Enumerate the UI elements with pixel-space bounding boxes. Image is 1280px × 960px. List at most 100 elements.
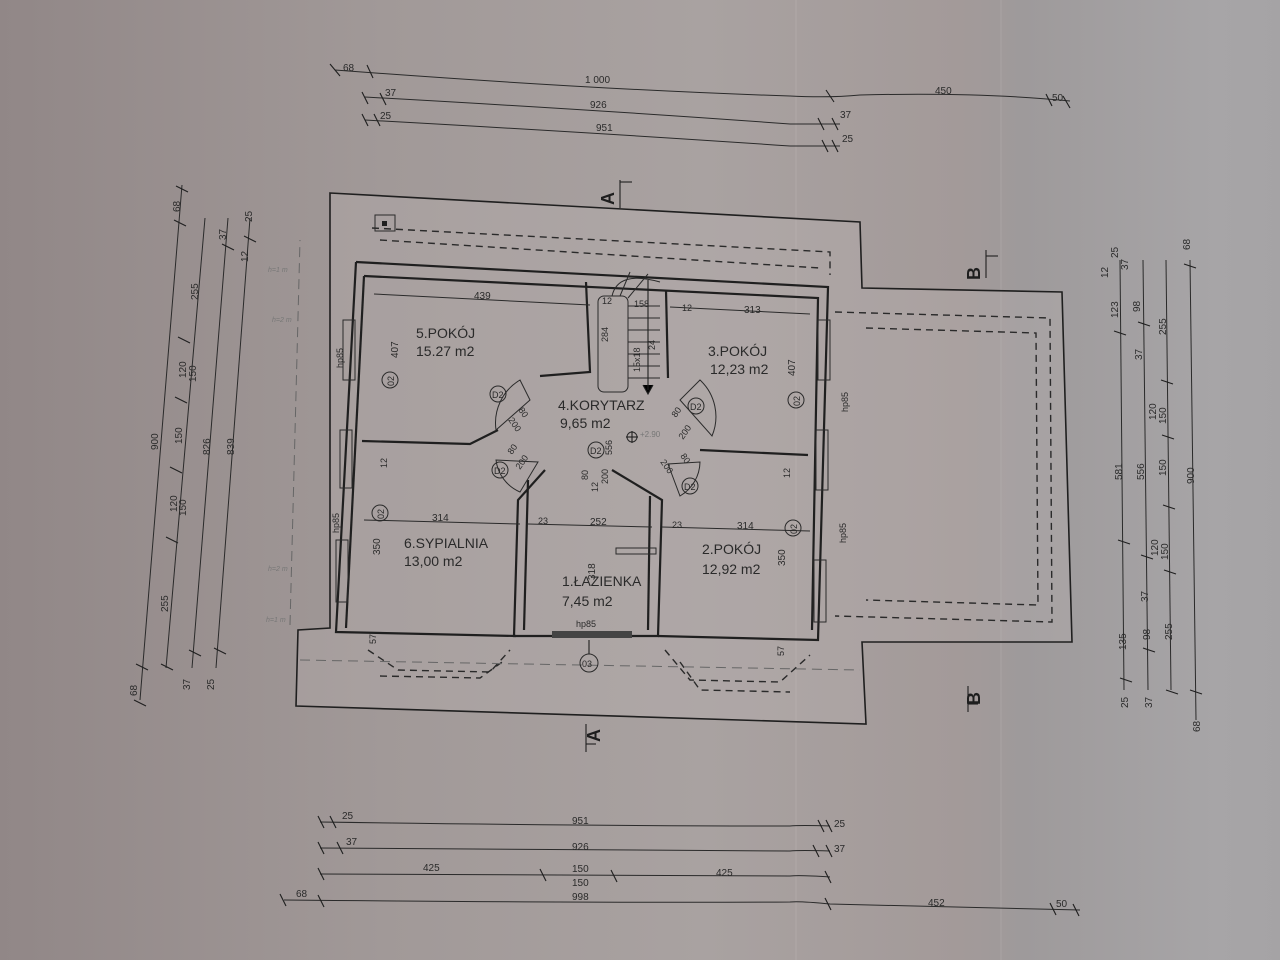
svg-text:1 000: 1 000 (585, 75, 610, 86)
chimney-icon (374, 214, 396, 232)
svg-text:255: 255 (190, 283, 201, 300)
svg-text:12: 12 (782, 468, 792, 478)
svg-text:998: 998 (572, 892, 589, 903)
svg-text:123: 123 (1110, 301, 1121, 318)
svg-text:50: 50 (1052, 93, 1064, 104)
svg-text:37: 37 (218, 228, 229, 240)
svg-text:255: 255 (1158, 318, 1169, 335)
svg-text:25: 25 (206, 678, 217, 690)
svg-text:150: 150 (1158, 407, 1169, 424)
svg-text:03: 03 (582, 659, 592, 669)
svg-text:318: 318 (587, 563, 598, 580)
svg-text:23: 23 (672, 520, 682, 530)
svg-text:+2.90: +2.90 (640, 430, 661, 439)
svg-text:425: 425 (423, 863, 440, 874)
room-5-name: 5.POKÓJ (416, 325, 475, 341)
svg-text:150: 150 (572, 878, 589, 889)
room-2-name: 2.POKÓJ (702, 541, 761, 557)
svg-text:24: 24 (647, 340, 657, 350)
room-2-area: 12,92 m2 (702, 561, 761, 577)
svg-text:951: 951 (572, 816, 589, 827)
svg-text:12: 12 (379, 458, 389, 468)
svg-text:25: 25 (244, 210, 255, 222)
svg-text:02: 02 (376, 509, 386, 519)
svg-text:951: 951 (596, 123, 613, 134)
svg-text:926: 926 (572, 842, 589, 853)
svg-text:25: 25 (342, 811, 354, 822)
svg-text:900: 900 (150, 433, 161, 450)
svg-text:68: 68 (1192, 720, 1203, 732)
svg-text:37: 37 (840, 110, 852, 121)
room-5-area: 15.27 m2 (416, 343, 475, 359)
svg-text:68: 68 (296, 889, 308, 900)
svg-text:120: 120 (1148, 403, 1159, 420)
svg-text:37: 37 (1134, 348, 1145, 360)
room-4-area: 9,65 m2 (560, 415, 611, 431)
room-4-name: 4.KORYTARZ (558, 397, 645, 413)
svg-text:02: 02 (386, 376, 396, 386)
svg-text:150: 150 (1160, 543, 1171, 560)
svg-text:68: 68 (172, 200, 183, 212)
section-b-bottom: B (964, 692, 984, 705)
svg-text:12: 12 (1100, 266, 1111, 278)
svg-text:150: 150 (188, 365, 199, 382)
svg-text:158: 158 (634, 299, 649, 309)
svg-text:80: 80 (678, 451, 692, 465)
svg-text:200: 200 (600, 469, 610, 484)
svg-text:02: 02 (792, 396, 802, 406)
room-3-name: 3.POKÓJ (708, 343, 767, 359)
left-dimensions: 68 900 68 255 120 150 150 120 150 255 37… (129, 184, 257, 707)
svg-text:556: 556 (1136, 463, 1147, 480)
svg-text:581: 581 (1114, 463, 1125, 480)
top-dimensions: 68 1 000 450 50 37 926 37 25 951 25 (329, 63, 1071, 153)
svg-text:57: 57 (776, 646, 786, 656)
svg-text:80: 80 (669, 405, 683, 419)
svg-text:452: 452 (928, 898, 945, 909)
svg-text:37: 37 (385, 88, 397, 99)
svg-text:150: 150 (572, 864, 589, 875)
svg-text:68: 68 (343, 63, 355, 74)
svg-text:D2: D2 (590, 446, 602, 456)
section-markers: A B A B (584, 180, 998, 752)
svg-text:350: 350 (372, 538, 383, 555)
room-labels: 5.POKÓJ 15.27 m2 3.POKÓJ 12,23 m2 4.KORY… (404, 325, 769, 609)
svg-text:450: 450 (935, 86, 952, 97)
bottom-dimensions: 25 951 25 37 926 37 425 150 150 425 68 9… (279, 811, 1081, 917)
svg-text:h=1 m: h=1 m (266, 617, 286, 624)
svg-text:407: 407 (787, 359, 798, 376)
svg-text:135: 135 (1118, 633, 1129, 650)
door-d2-icon (489, 385, 507, 403)
svg-text:12: 12 (590, 482, 600, 492)
room-6-area: 13,00 m2 (404, 553, 463, 569)
svg-text:25: 25 (1120, 696, 1131, 708)
svg-text:25: 25 (842, 134, 854, 145)
svg-text:hp85: hp85 (335, 348, 345, 368)
svg-text:12: 12 (602, 296, 612, 306)
svg-text:57: 57 (368, 634, 378, 644)
svg-text:284: 284 (600, 327, 610, 342)
svg-text:h=2 m: h=2 m (268, 566, 288, 573)
svg-text:255: 255 (160, 595, 171, 612)
svg-text:68: 68 (129, 684, 140, 696)
svg-text:314: 314 (737, 521, 754, 532)
svg-text:hp85: hp85 (331, 513, 341, 533)
svg-text:hp85: hp85 (838, 523, 848, 543)
svg-text:556: 556 (604, 440, 614, 455)
svg-text:252: 252 (590, 517, 607, 528)
svg-text:37: 37 (346, 837, 358, 848)
svg-text:50: 50 (1056, 899, 1068, 910)
svg-text:25: 25 (834, 819, 846, 830)
roof-outline: h=1 m h=2 m h=2 m h=1 m (266, 192, 1073, 725)
svg-text:150: 150 (178, 499, 189, 516)
svg-text:98: 98 (1132, 300, 1143, 312)
svg-text:h=2 m: h=2 m (272, 317, 292, 324)
svg-text:37: 37 (182, 678, 193, 690)
svg-text:120: 120 (169, 495, 180, 512)
svg-text:15x18: 15x18 (632, 347, 642, 372)
svg-text:120: 120 (1150, 539, 1161, 556)
svg-text:407: 407 (390, 341, 401, 358)
room-dimensions: 439 313 407 407 12 12 314 23 252 23 314 … (363, 291, 811, 656)
svg-text:900: 900 (1186, 467, 1197, 484)
room-1-area: 7,45 m2 (562, 593, 613, 609)
